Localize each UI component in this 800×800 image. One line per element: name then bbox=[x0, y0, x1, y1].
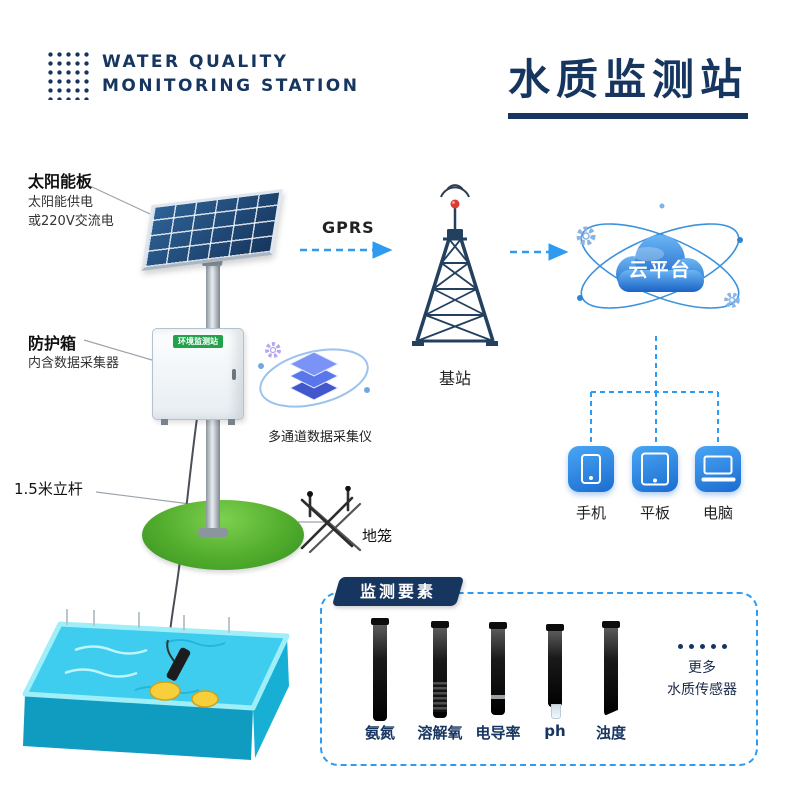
probe-ph-icon bbox=[546, 624, 564, 719]
more-line1: 更多 bbox=[688, 660, 716, 676]
cage-label: 地笼 bbox=[362, 527, 393, 545]
brand-line2: MONITORING STATION bbox=[102, 76, 360, 96]
protect-box-label: 防护箱 bbox=[28, 334, 77, 353]
tablet-label: 平板 bbox=[639, 504, 670, 522]
probe-dissolved-oxygen-icon bbox=[431, 621, 449, 718]
monitor-panel-tag: 监测要素 bbox=[331, 577, 465, 606]
phone-label: 手机 bbox=[575, 504, 606, 522]
cage-icon bbox=[300, 486, 362, 554]
pole-label: 1.5米立杆 bbox=[14, 480, 83, 498]
sensor-label-ammonia: 氨氮 bbox=[364, 724, 396, 742]
pole-base bbox=[198, 528, 228, 537]
gprs-label: GPRS bbox=[322, 218, 375, 237]
protect-box-sub: 内含数据采集器 bbox=[28, 356, 120, 371]
probe-ammonia-icon bbox=[371, 618, 389, 721]
collector-label: 多通道数据采集仪 bbox=[267, 430, 372, 445]
laptop-icon bbox=[695, 446, 741, 492]
cloud-platform-icon bbox=[576, 203, 743, 309]
pool-illustration bbox=[22, 609, 290, 760]
device-phone: 手机 bbox=[567, 446, 615, 523]
more-line2: 水质传感器 bbox=[667, 682, 737, 698]
tablet-icon bbox=[632, 446, 678, 492]
tower-label: 基站 bbox=[438, 369, 471, 388]
phone-icon bbox=[568, 446, 614, 492]
signal-tower-icon bbox=[412, 184, 498, 346]
more-sensors-block: 更多 水质传感器 bbox=[652, 644, 752, 701]
computer-label: 电脑 bbox=[702, 504, 733, 522]
ellipsis-dots-icon bbox=[652, 644, 752, 649]
monitor-panel-title: 监测要素 bbox=[359, 582, 436, 601]
device-computer: 电脑 bbox=[694, 446, 742, 523]
page-title: 水质监测站 bbox=[507, 46, 748, 119]
sensor-label-turbidity: 浊度 bbox=[595, 724, 627, 742]
solar-sub2: 或220V交流电 bbox=[28, 214, 114, 229]
sensor-label-ph: ph bbox=[544, 722, 566, 740]
sensor-label-conductivity: 电导率 bbox=[475, 724, 521, 742]
solar-sub1: 太阳能供电 bbox=[28, 195, 94, 210]
cabinet-plate: 环境监测站 bbox=[173, 335, 223, 348]
data-collector-icon bbox=[258, 342, 370, 408]
solar-panel-label: 太阳能板 bbox=[28, 172, 93, 191]
probe-turbidity-icon bbox=[602, 621, 620, 716]
sensor-label-dissolved-oxygen: 溶解氧 bbox=[417, 724, 463, 742]
dot-matrix-logo-icon bbox=[46, 50, 90, 100]
monitor-elements-panel bbox=[320, 592, 758, 766]
brand-text: WATER QUALITY MONITORING STATION bbox=[102, 50, 359, 98]
probe-conductivity-icon bbox=[489, 622, 507, 715]
cabinet-handle bbox=[232, 369, 236, 380]
brand-line1: WATER QUALITY bbox=[102, 52, 289, 72]
device-tablet: 平板 bbox=[631, 446, 679, 523]
protect-cabinet-icon: 环境监测站 bbox=[152, 328, 244, 425]
cloud-label: 云平台 bbox=[628, 259, 692, 281]
